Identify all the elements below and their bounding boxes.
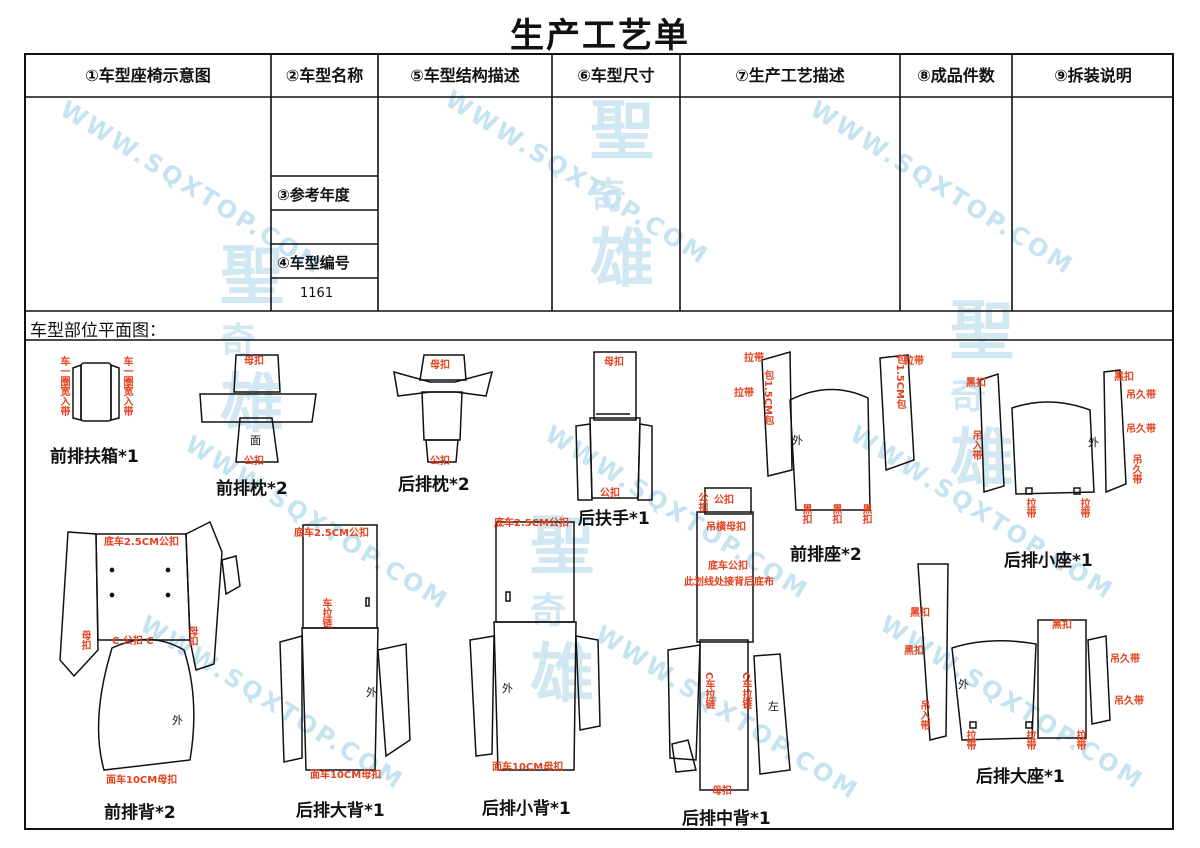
note-hang-strap: 吊久带 xyxy=(1126,390,1156,401)
watermark-logo: 聖奇雄 xyxy=(220,239,284,442)
model-no-label: ④车型编号 xyxy=(277,254,350,272)
model-no-value: 1161 xyxy=(300,286,334,301)
note-car-pull: 车拉链 xyxy=(320,598,331,628)
section-title: 车型部位平面图： xyxy=(30,321,166,341)
watermark-logo: 聖奇雄 xyxy=(590,94,654,297)
note-car-strap: 车一圈宽入带 xyxy=(58,356,69,416)
part-front-headrest xyxy=(199,354,317,463)
note-mother-buckle: 母扣 xyxy=(79,630,90,650)
note-black-buckle: 黑扣 xyxy=(830,504,841,524)
note-bottom-10: 面车10CM母扣 xyxy=(492,762,564,773)
sheet-frame xyxy=(24,53,1174,830)
note-pull-strap: 拉带 xyxy=(744,353,764,364)
note-bottom-25: 底车2.5CM公扣 xyxy=(104,537,180,548)
note-pull-strap: 拉带 xyxy=(1074,730,1085,750)
note-black-buckle: 黑扣 xyxy=(1114,372,1134,383)
note-male-buckle: 公扣 xyxy=(244,456,264,467)
note-pull-strap: 拉带 xyxy=(964,730,975,750)
label-rear-small-seat: 后排小座*1 xyxy=(1004,551,1093,571)
note-mother-buckle: 母扣 xyxy=(604,357,624,368)
part-rear-middle-back xyxy=(667,487,791,791)
note-black-buckle: 黑扣 xyxy=(800,504,811,524)
note-mother-buckle: 母扣 xyxy=(186,626,197,646)
note-bottom-25: 底车2.5CM公扣 xyxy=(294,528,370,539)
header-structure: ⑤车型结构描述 xyxy=(410,66,520,85)
label-rear-small-back: 后排小背*1 xyxy=(482,799,571,819)
header-assembly: ⑨拆装说明 xyxy=(1054,66,1132,85)
part-rear-big-back xyxy=(279,524,411,771)
note-hang-strap: 吊久带 xyxy=(1110,654,1140,665)
part-rear-small-back xyxy=(469,521,601,771)
note-black-buckle: 黑扣 xyxy=(860,504,871,524)
note-pull-strap: 拉带 xyxy=(734,388,754,399)
note-bottom-male: 底车公扣 xyxy=(708,561,748,572)
note-c-car-zip: C车拉链 xyxy=(703,672,714,710)
note-bottom-10: 面车10CM母扣 xyxy=(106,775,178,786)
note-c-car-zip: C车拉链 xyxy=(740,672,751,710)
header-process: ⑦生产工艺描述 xyxy=(735,66,845,85)
header-size: ⑥车型尺寸 xyxy=(577,66,655,85)
note-face: 面 xyxy=(250,434,261,447)
note-outer: 外 xyxy=(172,714,183,727)
label-front-armbox: 前排扶箱*1 xyxy=(50,447,139,467)
label-rear-big-seat: 后排大座*1 xyxy=(976,767,1065,787)
note-wrap-1-5: 包1.5CM包 xyxy=(894,354,905,410)
part-front-seat xyxy=(761,351,915,511)
note-black-buckle: 黑扣 xyxy=(966,378,986,389)
part-rear-big-seat xyxy=(917,563,1111,741)
note-hang-mother: 吊横母扣 xyxy=(706,522,746,533)
note-hang-strap: 吊久带 xyxy=(1126,424,1156,435)
note-mother-buckle: 母扣 xyxy=(712,786,732,797)
part-front-armbox xyxy=(72,362,120,422)
header-model-name: ②车型名称 xyxy=(285,66,364,85)
header-seat-diagram: ①车型座椅示意图 xyxy=(85,66,211,85)
note-black-buckle: 黑扣 xyxy=(910,608,930,619)
note-outer: 外 xyxy=(958,678,969,691)
note-seam: 此划线处接背后底布 xyxy=(684,577,774,588)
ref-year-label: ③参考年度 xyxy=(277,186,350,204)
note-black-buckle: 黑扣 xyxy=(904,646,924,657)
note-hang-strap: 吊入带 xyxy=(970,430,981,460)
note-bottom-10: 面车10CM母扣 xyxy=(310,770,382,781)
note-male-buckle: 公扣 xyxy=(600,488,620,499)
label-front-headrest: 前排枕*2 xyxy=(216,479,288,499)
note-outer: 外 xyxy=(1088,436,1099,449)
label-rear-armrest: 后扶手*1 xyxy=(578,509,650,529)
note-pull-strap: 拉带 xyxy=(1024,498,1035,518)
label-rear-big-back: 后排大背*1 xyxy=(296,801,385,821)
note-left: 左 xyxy=(768,700,779,713)
note-mother-buckle: 母扣 xyxy=(244,356,264,367)
part-rear-headrest xyxy=(393,354,494,463)
part-front-back xyxy=(59,520,241,771)
note-pull-strap: 拉带 xyxy=(1024,730,1035,750)
page-title: 生产工艺单 xyxy=(510,16,690,56)
note-c-male-c: C 公扣 C xyxy=(112,636,154,647)
note-black-buckle: 黑扣 xyxy=(1052,620,1072,631)
note-car-strap: 车一圈宽入带 xyxy=(121,356,132,416)
part-rear-armrest xyxy=(575,351,653,501)
note-hang-strap: 吊久带 xyxy=(1130,454,1141,484)
header-quantity: ⑧成品件数 xyxy=(917,66,995,85)
note-male-buckle: 公扣 xyxy=(714,495,734,506)
note-pull-strap: 拉带 xyxy=(904,356,924,367)
note-mother-buckle: 母扣 xyxy=(430,360,450,371)
note-outer: 外 xyxy=(792,434,803,447)
label-front-seat: 前排座*2 xyxy=(790,545,862,565)
note-male-buckle: 公扣 xyxy=(430,456,450,467)
label-front-back: 前排背*2 xyxy=(104,803,176,823)
label-rear-headrest: 后排枕*2 xyxy=(398,475,470,495)
note-wrap-1-5: 包1.5CM包 xyxy=(762,370,773,426)
note-hang-strap: 吊入带 xyxy=(918,700,929,730)
watermark-logo: 聖奇雄 xyxy=(530,509,594,712)
note-outer: 外 xyxy=(502,682,513,695)
note-male-buckle: 公扣 xyxy=(696,492,707,512)
note-pull-strap: 拉带 xyxy=(1078,498,1089,518)
note-outer: 外 xyxy=(366,686,377,699)
note-hang-strap: 吊久带 xyxy=(1114,696,1144,707)
label-rear-middle-back: 后排中背*1 xyxy=(682,809,771,829)
note-bottom-25: 底车2.5CM公扣 xyxy=(494,518,570,529)
part-rear-small-seat xyxy=(979,369,1127,495)
